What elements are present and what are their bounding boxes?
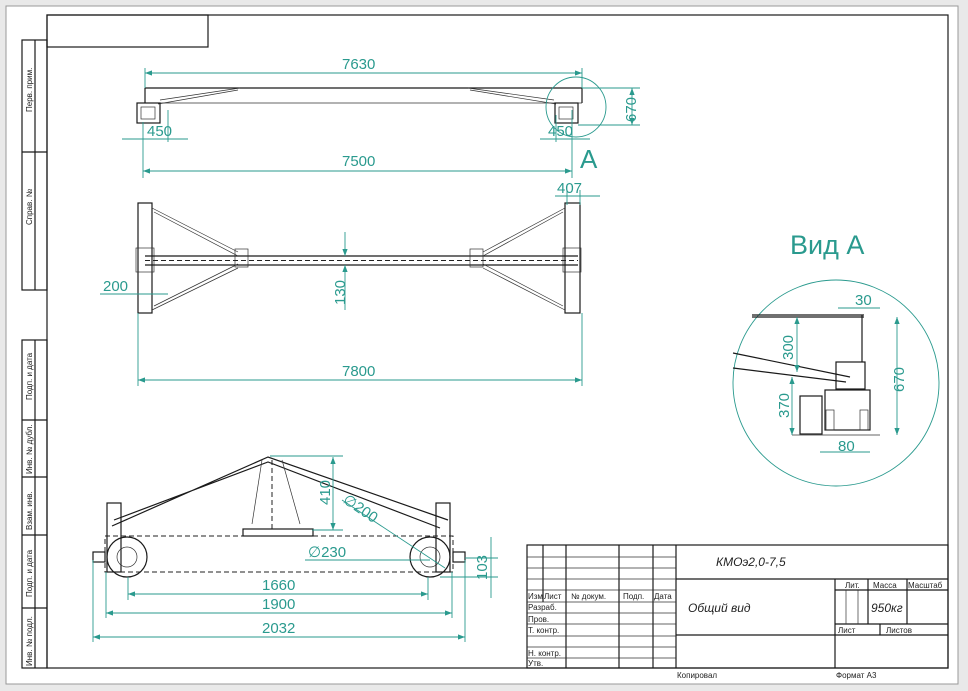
dim-407: 407 — [557, 180, 582, 197]
detail-dim-80: 80 — [838, 438, 855, 455]
header-doc-no: № докум. — [571, 592, 606, 601]
strip-label: Взам. инв. — [25, 491, 34, 530]
role-label: Утв. — [528, 659, 543, 668]
dim-200: 200 — [103, 278, 128, 295]
side-dim-dia230: ∅230 — [308, 544, 346, 561]
detail-dim-370: 370 — [776, 393, 793, 418]
strip-label: Инв. № дубл. — [25, 424, 34, 474]
strip-label: Перв. прим. — [25, 68, 34, 112]
title-block: КМОэ2,0-7,5 Общий вид 950кг Изм Лист № д… — [526, 544, 949, 680]
header-list: Лист — [544, 592, 562, 601]
dim-7500: 7500 — [342, 153, 375, 170]
dim-450-left: 450 — [147, 123, 172, 140]
side-view: 410 ∅200 ∅230 103 1660 1900 2032 — [92, 455, 498, 642]
side-dim-2032: 2032 — [262, 620, 295, 637]
side-dim-103: 103 — [474, 555, 491, 580]
side-dim-1900: 1900 — [262, 596, 295, 613]
detail-dim-300: 300 — [780, 335, 797, 360]
side-dim-1660: 1660 — [262, 577, 295, 594]
header-date: Дата — [654, 592, 672, 601]
mass-value: 950кг — [871, 601, 903, 615]
detail-view-a: Вид А 30 300 670 370 80 — [732, 230, 940, 487]
paper — [5, 5, 959, 685]
dim-130: 130 — [332, 280, 349, 305]
role-label: Пров. — [528, 615, 549, 624]
dim-450-right: 450 — [548, 123, 573, 140]
header-lit: Лит. — [845, 581, 860, 590]
dim-7630: 7630 — [342, 56, 375, 73]
plan-view: 407 200 130 7800 — [100, 180, 600, 386]
role-label: Разраб. — [528, 603, 557, 612]
detail-dim-670: 670 — [891, 367, 908, 392]
header-mass: Масса — [873, 581, 897, 590]
header-izm: Изм — [528, 592, 543, 601]
detail-dim-30: 30 — [855, 292, 872, 309]
detail-callout-circle — [545, 76, 607, 138]
callout-label-a: A — [580, 144, 598, 174]
header-sign: Подп. — [623, 592, 644, 601]
strip-label: Справ. № — [25, 188, 34, 225]
drawing-name: Общий вид — [688, 601, 751, 615]
copied-label: Копировал — [677, 671, 717, 680]
strip-label: Инв. № подл. — [25, 616, 34, 666]
strip-label: Подп. и дата — [25, 549, 34, 597]
drawing-designation: КМОэ2,0-7,5 — [716, 555, 786, 569]
detail-title: Вид А — [790, 230, 864, 260]
header-scale: Масштаб — [908, 581, 943, 590]
side-strip: Перв. прим. Справ. № Подп. и дата Инв. №… — [21, 39, 48, 669]
top-left-box — [46, 14, 209, 48]
side-dim-410: 410 — [317, 480, 334, 505]
dim-7800: 7800 — [342, 363, 375, 380]
header-sheet: Лист — [838, 626, 856, 635]
role-label: Т. контр. — [528, 626, 559, 635]
header-sheets: Листов — [886, 626, 912, 635]
role-label: Н. контр. — [528, 649, 561, 658]
front-view: 7630 670 450 450 7500 A — [122, 56, 640, 178]
strip-label: Подп. и дата — [25, 352, 34, 400]
format-label: Формат А3 — [836, 671, 877, 680]
dim-670: 670 — [623, 97, 640, 122]
